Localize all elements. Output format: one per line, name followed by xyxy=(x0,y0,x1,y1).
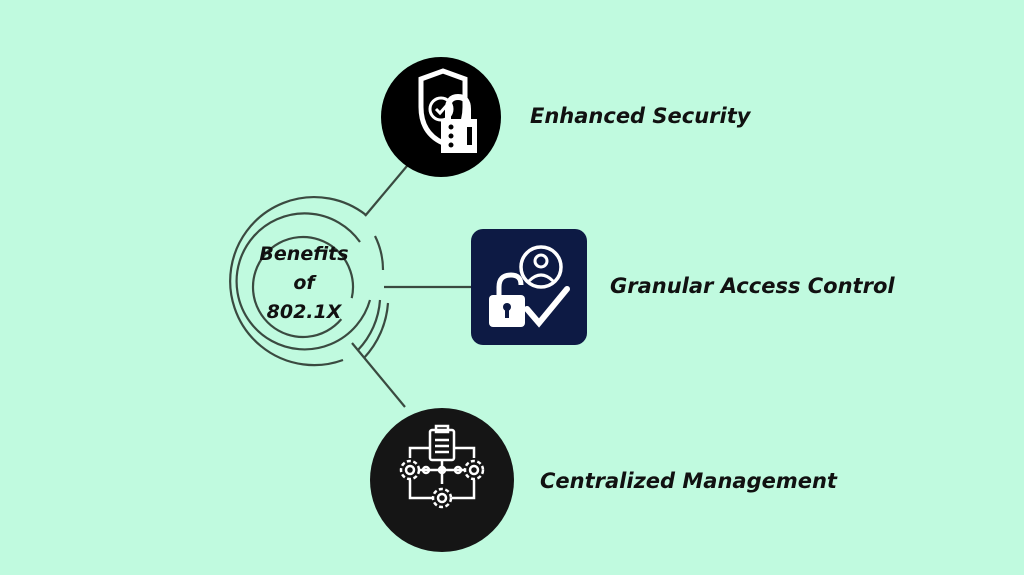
center-line-2: of xyxy=(293,272,315,294)
arc-right-2 xyxy=(357,299,382,351)
outer-ring xyxy=(229,196,367,367)
shield-lock-icon xyxy=(418,68,477,153)
arc-right-1 xyxy=(374,235,385,271)
granular-access-node xyxy=(471,229,587,345)
center-line-1: Benefits xyxy=(259,243,349,265)
centralized-management-node xyxy=(370,408,514,552)
connector-top xyxy=(364,165,408,217)
inner-ring xyxy=(251,235,355,339)
connector-bottom xyxy=(351,342,406,408)
clipboard-gears-icon xyxy=(399,424,485,509)
enhanced-security-label: Enhanced Security xyxy=(530,104,751,128)
center-line-3: 802.1X xyxy=(266,301,342,323)
enhanced-security-node xyxy=(381,57,501,177)
middle-ring xyxy=(235,212,372,351)
granular-access-label: Granular Access Control xyxy=(610,274,895,298)
centralized-management-label: Centralized Management xyxy=(540,469,837,493)
center-title: Benefits of 802.1X xyxy=(243,240,365,327)
user-unlock-check-icon xyxy=(489,245,570,328)
arc-right-3 xyxy=(363,302,390,359)
